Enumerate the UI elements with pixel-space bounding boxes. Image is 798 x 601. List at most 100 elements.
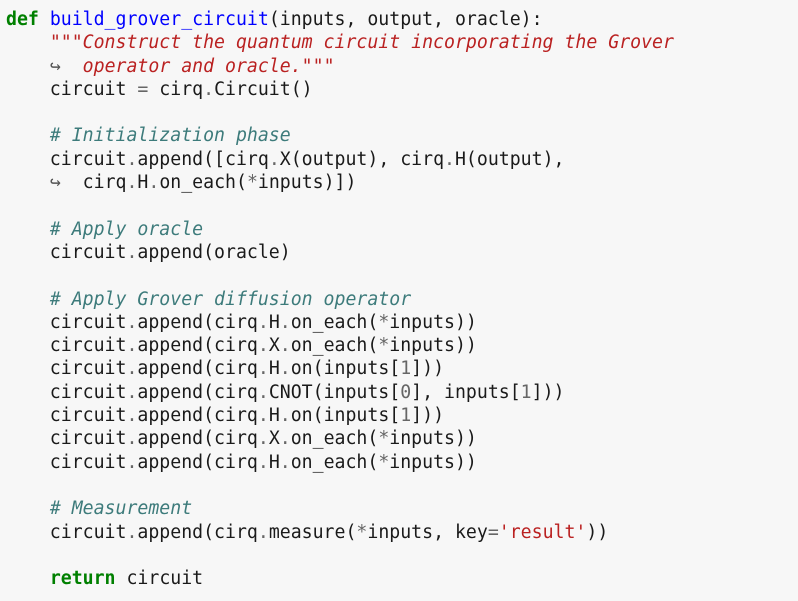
comment-token: # Measurement: [49, 498, 193, 520]
keyword-token: def: [6, 9, 39, 30]
number-token: 1: [400, 405, 412, 427]
function-name-token: build_grover_circuit: [49, 9, 269, 30]
code-text-token: on_each(: [290, 311, 379, 333]
code-text-token: H: [268, 358, 280, 380]
operator-token: .: [126, 451, 138, 473]
code-text-token: append(cirq: [137, 451, 258, 473]
operator-token: .: [126, 172, 138, 194]
code-text-token: ])): [411, 358, 445, 380]
code-text-token: circuit: [6, 381, 127, 403]
code-text-token: [6, 568, 50, 589]
operator-token: .: [257, 405, 269, 427]
code-line: circuit.append(cirq.H.on(inputs[1])): [6, 357, 798, 380]
code-line: def build_grover_circuit(inputs, output,…: [6, 8, 798, 31]
code-text-token: X: [268, 428, 280, 450]
code-text-token: inputs)): [389, 451, 477, 473]
code-line: ↪ operator and oracle.""": [6, 55, 798, 78]
operator-token: *: [356, 521, 368, 543]
code-text-token: [6, 125, 50, 146]
code-line: # Apply Grover diffusion operator: [6, 288, 798, 311]
code-line: # Initialization phase: [6, 124, 798, 147]
code-text-token: on_each(: [290, 335, 379, 357]
code-text-token: CNOT(inputs[: [268, 381, 401, 403]
code-line: return circuit: [6, 567, 798, 590]
code-line: ​: [6, 474, 798, 497]
operator-token: .: [126, 358, 138, 380]
code-text-token: circuit: [6, 358, 127, 380]
code-text-token: circuit: [6, 148, 127, 170]
code-text-token: circuit: [115, 568, 204, 590]
code-line: # Apply oracle: [6, 218, 798, 241]
code-text-token: [6, 219, 50, 240]
operator-token: .: [257, 311, 269, 333]
code-text-token: append(cirq: [137, 521, 258, 543]
code-text-token: [6, 498, 50, 519]
number-token: 1: [520, 381, 532, 403]
keyword-token: return: [49, 568, 116, 590]
operator-token: *: [378, 335, 390, 357]
operator-token: .: [257, 521, 269, 543]
code-text-token: ])): [531, 381, 565, 403]
code-text-token: append(cirq: [137, 428, 258, 450]
code-text-token: H: [137, 172, 149, 194]
operator-token: *: [378, 311, 390, 333]
code-text-token: circuit: [6, 311, 127, 333]
docstring-token: operator and oracle.""": [82, 55, 335, 77]
operator-token: .: [279, 405, 291, 427]
code-text-token: on_each(: [290, 428, 379, 450]
operator-token: .: [444, 148, 455, 170]
code-line: ↪ cirq.H.on_each(*inputs)]): [6, 171, 798, 194]
operator-token: .: [126, 241, 138, 263]
code-line: circuit.append(oracle): [6, 241, 798, 264]
operator-token: *: [378, 428, 390, 450]
operator-token: .: [268, 148, 280, 170]
code-text-token: H: [268, 311, 280, 333]
operator-token: .: [126, 335, 138, 357]
code-text-token: inputs, key: [367, 521, 488, 543]
operator-token: .: [279, 358, 291, 380]
code-text-token: ], inputs[: [411, 381, 521, 403]
code-text-token: (inputs, output, oracle):: [268, 9, 543, 30]
code-text-token: append(oracle): [137, 241, 291, 263]
code-line: circuit.append(cirq.X.on_each(*inputs)): [6, 334, 798, 357]
code-text-token: X: [268, 335, 280, 357]
code-text-token: inputs)): [389, 311, 477, 333]
code-line: circuit.append(cirq.X.on_each(*inputs)): [6, 427, 798, 450]
comment-token: # Initialization phase: [49, 125, 291, 147]
operator-token: .: [126, 405, 138, 427]
operator-token: .: [257, 335, 269, 357]
number-token: 1: [400, 358, 412, 380]
operator-token: .: [257, 428, 269, 450]
code-text-token: append(cirq: [137, 405, 258, 427]
code-line: ​: [6, 101, 798, 124]
code-line: # Measurement: [6, 497, 798, 520]
code-text-token: [6, 32, 50, 53]
code-line: circuit.append(cirq.H.on(inputs[1])): [6, 404, 798, 427]
code-text-token: circuit: [6, 521, 127, 543]
operator-token: .: [148, 172, 160, 194]
code-text-token: circuit: [6, 241, 127, 263]
operator-token: .: [126, 311, 138, 333]
code-text-token: inputs)): [389, 428, 477, 450]
code-text-token: append(cirq: [137, 381, 258, 403]
code-line: circuit.append(cirq.CNOT(inputs[0], inpu…: [6, 381, 798, 404]
code-text-token: H(output),: [454, 148, 565, 170]
operator-token: .: [257, 451, 269, 473]
code-line: circuit = cirq.Circuit(): [6, 78, 798, 101]
string-token: 'result': [498, 521, 587, 543]
code-text-token: [61, 56, 83, 77]
operator-token: .: [126, 148, 138, 170]
operator-token: =: [487, 521, 499, 543]
code-text-token: [6, 56, 50, 77]
code-text-token: inputs)): [389, 335, 477, 357]
operator-token: .: [279, 451, 291, 473]
operator-token: .: [126, 428, 138, 450]
docstring-token: """Construct the quantum circuit incorpo…: [49, 32, 674, 54]
code-text-token: circuit: [6, 405, 127, 427]
code-text-token: append(cirq: [137, 358, 258, 380]
operator-token: .: [279, 311, 291, 333]
code-line: circuit.append(cirq.measure(*inputs, key…: [6, 521, 798, 544]
code-text-token: H: [268, 405, 280, 427]
code-text-token: cirq: [148, 78, 204, 100]
comment-token: # Apply oracle: [49, 218, 204, 240]
